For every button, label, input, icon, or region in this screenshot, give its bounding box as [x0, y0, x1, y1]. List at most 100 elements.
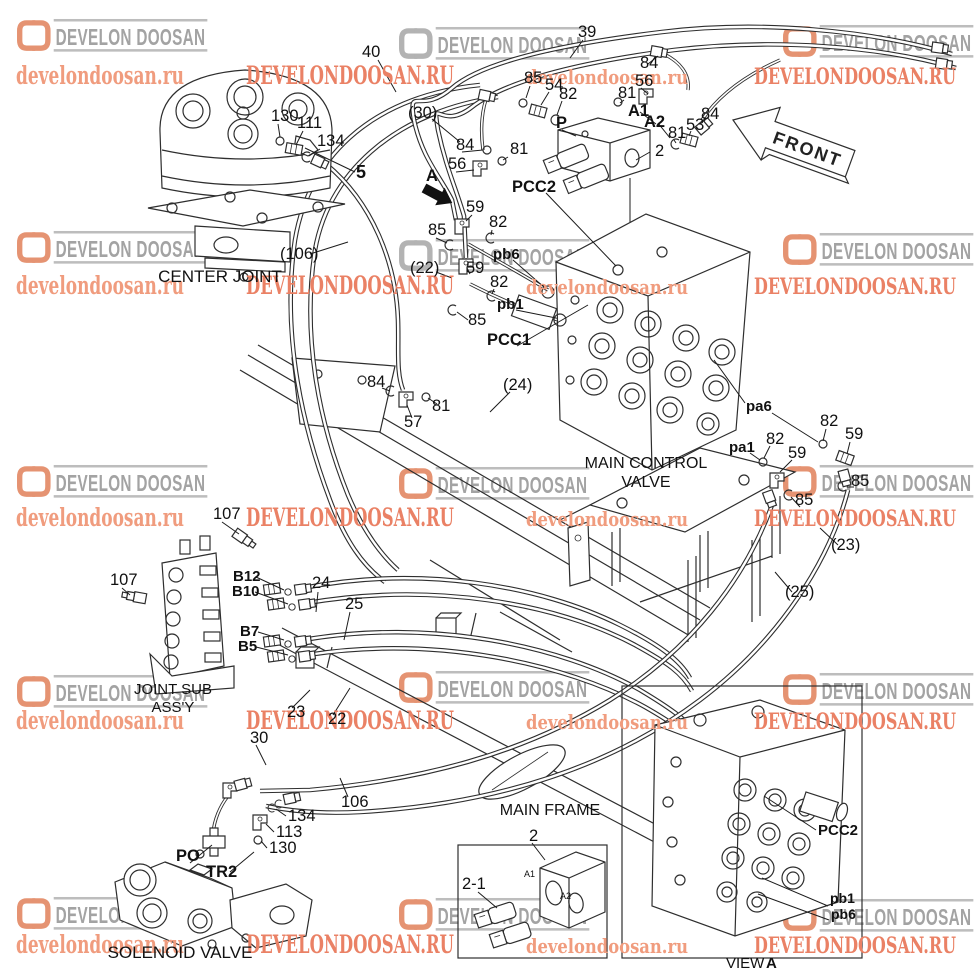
watermark-url-text: DEVELONDOOSAN.RU	[246, 706, 454, 735]
watermark-url-text: DEVELONDOOSAN.RU	[246, 61, 454, 90]
develon-doosan-logo-watermark	[402, 671, 590, 704]
part-label-valve: VALVE	[621, 474, 670, 491]
part-label-a1: A1	[628, 102, 649, 120]
develon-doosan-logo-watermark	[20, 19, 208, 52]
part-label-106: (106)	[280, 245, 319, 263]
part-label-23: (23)	[831, 536, 860, 554]
part-label-main control: MAIN CONTROL	[585, 455, 708, 472]
part-label-30: 30	[250, 729, 268, 747]
part-label-130: 130	[269, 839, 297, 857]
part-label-5: 5	[356, 162, 366, 182]
part-label-tr2: TR2	[206, 863, 237, 881]
part-label-59: 59	[788, 444, 806, 462]
part-label-joint sub: JOINT SUB	[134, 681, 212, 698]
part-label-84: 84	[367, 373, 385, 391]
part-label-a2: A2	[560, 891, 571, 901]
part-label-24: 24	[312, 574, 330, 592]
part-label-30: (30)	[408, 104, 437, 122]
develon-doosan-logo-watermark	[786, 233, 974, 266]
part-label-81: 81	[432, 397, 450, 415]
part-label-85: 85	[524, 69, 542, 87]
part-label-b10: B10	[232, 583, 260, 600]
part-label-82: 82	[489, 213, 507, 231]
watermark-url-text: develondoosan.ru	[16, 706, 184, 735]
part-label-84: 84	[640, 54, 658, 72]
part-label-po: PO	[176, 847, 200, 865]
part-label-111: 111	[297, 114, 322, 132]
part-label-57: 57	[404, 413, 422, 431]
part-label-130: 130	[271, 107, 299, 125]
part-label-center joint: CENTER JOINT	[158, 267, 282, 286]
part-label-2: 2	[529, 827, 538, 845]
part-label-85: 85	[795, 491, 813, 509]
joint-sub-assy-drawing	[120, 527, 317, 695]
part-label-a2: A2	[644, 113, 665, 131]
po-tr2-fittings	[195, 776, 302, 859]
part-label-84: 84	[456, 136, 474, 154]
watermark-url-text: DEVELONDOOSAN.RU	[246, 930, 454, 959]
view-a-box	[621, 685, 863, 959]
watermark-url-text: develondoosan.ru	[526, 275, 688, 299]
watermark-url-text: DEVELONDOOSAN.RU	[754, 274, 956, 300]
front-arrow: FRONT	[732, 106, 856, 185]
part-label-85: 85	[851, 472, 869, 490]
part-label-85: 85	[428, 221, 446, 239]
part-label-b5: B5	[238, 638, 257, 655]
part-label-82: 82	[820, 412, 838, 430]
solenoid-block-drawing	[542, 117, 651, 272]
part-label-a1: A1	[524, 869, 535, 879]
part-label-134: 134	[288, 807, 316, 825]
watermark-url-text: develondoosan.ru	[526, 65, 688, 89]
main-control-valve-drawing	[510, 213, 751, 471]
part-label-a: A	[766, 955, 777, 972]
part-label-2-1: 2-1	[462, 875, 486, 893]
part-label-85: 85	[468, 311, 486, 329]
part-label-54: 54	[545, 76, 563, 94]
watermark-url-text: DEVELONDOOSAN.RU	[246, 503, 454, 532]
part-label-view: VIEW	[726, 955, 765, 972]
part-label-82: 82	[766, 430, 784, 448]
part-label-81: 81	[668, 124, 686, 142]
watermark-url-text: develondoosan.ru	[16, 503, 184, 532]
part-label-22: (22)	[410, 259, 439, 277]
watermark-url-text: DEVELONDOOSAN.RU	[754, 933, 956, 959]
watermark-url-text: develondoosan.ru	[526, 507, 688, 531]
part-label-82: 82	[490, 273, 508, 291]
part-label-assy: ASS'Y	[152, 699, 195, 716]
part-label-b12: B12	[233, 568, 261, 585]
watermark-url-text: develondoosan.ru	[16, 930, 184, 959]
part-label-59: 59	[466, 259, 484, 277]
part-label-p: P	[556, 114, 567, 132]
part-label-113: 113	[276, 823, 302, 841]
part-label-39: 39	[578, 23, 596, 41]
part-label-pcc2: PCC2	[512, 178, 556, 196]
part-label-56: 56	[448, 155, 466, 173]
valve-stand-drawing	[588, 447, 797, 592]
part-label-84: 84	[701, 105, 719, 123]
solenoid-valve-drawing	[114, 776, 313, 949]
part-label-solenoid valve: SOLENOID VALVE	[108, 943, 253, 962]
part-label-134: 134	[317, 132, 345, 150]
part-label-25: (25)	[785, 583, 814, 601]
part-label-107: 107	[213, 505, 241, 523]
watermark-url-text: DEVELONDOOSAN.RU	[246, 271, 454, 300]
part-label-81: 81	[618, 84, 636, 102]
line-art-layer: FRONT	[114, 27, 956, 959]
leader-lines	[121, 39, 854, 921]
part-label-25: 25	[345, 595, 363, 613]
part-label-2: 2	[655, 142, 664, 160]
develon-doosan-logo-watermark	[402, 27, 590, 60]
part-label-82: 82	[559, 85, 577, 103]
develon-doosan-logo-watermark	[20, 231, 208, 264]
part-label-56: 56	[635, 72, 653, 90]
watermark-url-text: DEVELONDOOSAN.RU	[754, 709, 956, 735]
develon-doosan-logo-watermark	[786, 465, 974, 498]
watermark-url-text: DEVELONDOOSAN.RU	[754, 506, 956, 532]
part-label-pcc2: PCC2	[818, 822, 858, 839]
part-label-pa1: pa1	[729, 439, 755, 456]
part-label-pb6: pb6	[831, 906, 856, 922]
